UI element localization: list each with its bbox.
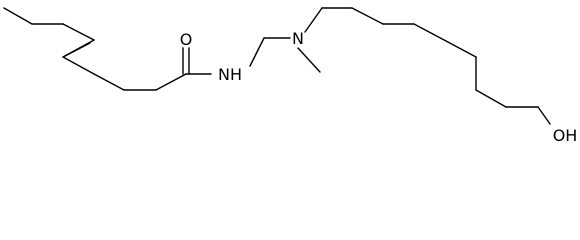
hydroxyl-label: OH [553,126,578,145]
alkenyl-chain [3,7,187,91]
carbonyl-group: O [180,30,193,75]
chain-bond-2 [351,7,384,25]
chain-bond-7 [475,89,507,108]
bond-c8-carbonyl [155,73,187,91]
amine-n-label: N [292,29,304,48]
bond-nh-ch2 [249,37,265,67]
bond-c3-c4 [62,23,95,41]
bond-c5-c6 [62,56,95,75]
bond-n-methyl [297,47,321,73]
amide-nh-label: NH [218,65,242,84]
double-bond-c4-c5-second [64,42,91,57]
structure-canvas: O NH N OH [3,7,578,145]
hydroxyoctyl-chain [321,7,551,125]
molecule-structure: O NH N OH [3,7,578,145]
bond-n-chain [304,7,323,33]
oxygen-label: O [180,30,193,49]
bond-c1-c2 [3,7,33,25]
chain-bond-5 [445,40,477,58]
chain-bond-9 [537,106,551,125]
chain-bond-4 [413,23,447,42]
bond-c6-c7 [93,73,125,91]
